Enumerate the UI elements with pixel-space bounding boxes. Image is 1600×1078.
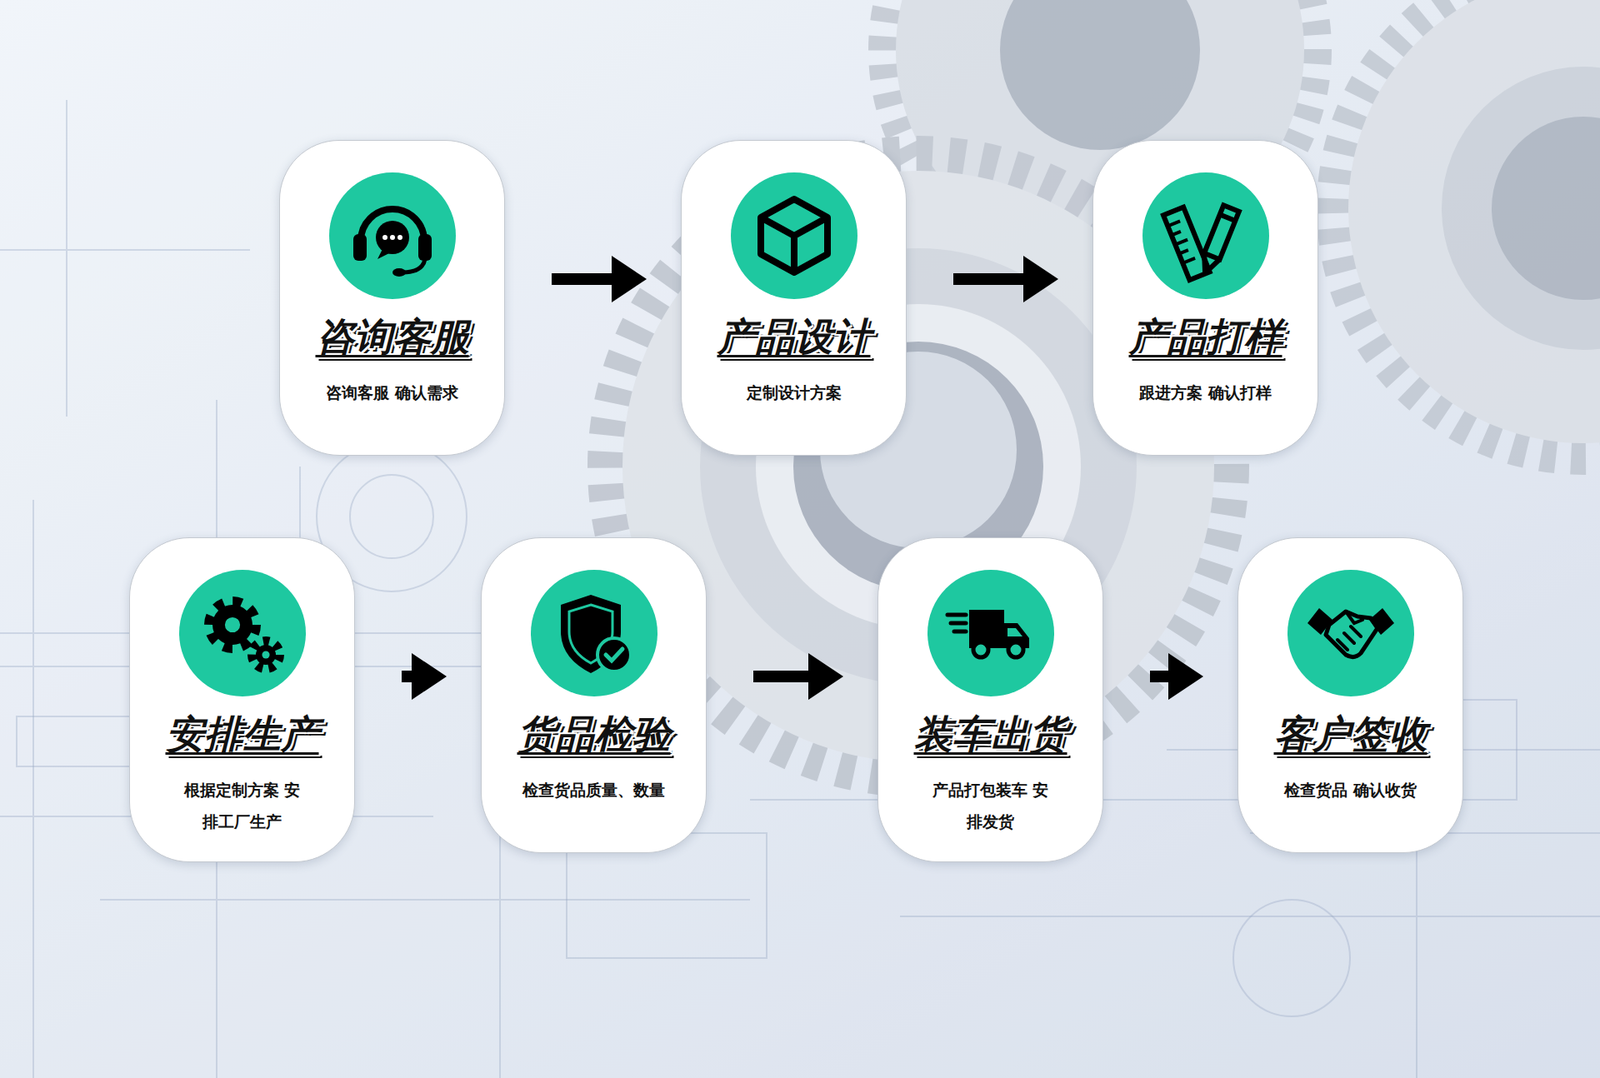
step-icon xyxy=(329,172,456,300)
icon-part xyxy=(927,570,1055,697)
step-title: 安排生产 xyxy=(165,711,320,758)
icon-part xyxy=(1287,570,1415,697)
icon-part xyxy=(1178,250,1188,254)
icon-part xyxy=(760,199,828,273)
process-box: 装车出货产品打包装车 安排发货 xyxy=(877,537,1104,863)
icon-part xyxy=(392,268,406,277)
icon-part xyxy=(209,601,280,669)
process-box: 客户签收检查货品 确认收货 xyxy=(1237,537,1464,854)
icon-part xyxy=(1170,231,1180,235)
icon-part xyxy=(954,630,966,635)
icon-part xyxy=(212,605,253,645)
step-title: 产品打样 xyxy=(1129,314,1283,360)
step-icon xyxy=(1287,570,1415,697)
icon-part xyxy=(252,641,280,669)
process-box: 咨询客服咨询客服 确认需求 xyxy=(279,140,505,456)
icon-part xyxy=(730,172,858,300)
icon-part xyxy=(1167,220,1180,226)
icon-part xyxy=(950,621,966,626)
icon-part xyxy=(390,235,395,240)
icon-part xyxy=(1325,611,1378,658)
icon-part xyxy=(1182,258,1195,264)
flow-arrow xyxy=(551,273,620,285)
icon-part xyxy=(261,650,270,659)
step-icon xyxy=(530,570,658,697)
icon-part xyxy=(353,209,432,277)
step-title: 产品设计 xyxy=(717,314,871,360)
icon-part xyxy=(209,601,256,649)
icon-part xyxy=(1175,240,1188,245)
icon-part xyxy=(1307,608,1395,658)
icon-part xyxy=(530,570,658,697)
icon-part xyxy=(353,234,367,261)
flow-arrow xyxy=(753,670,817,683)
icon-part xyxy=(179,570,306,697)
step-title: 货品检验 xyxy=(517,711,671,758)
icon-part xyxy=(377,249,391,260)
step-icon xyxy=(730,172,858,300)
icon-part xyxy=(760,199,828,273)
step-description: 定制设计方案 xyxy=(746,376,842,409)
flow-arrow xyxy=(953,273,1032,285)
step-title: 客户签收 xyxy=(1274,711,1428,758)
icon-part xyxy=(947,613,966,618)
icon-part xyxy=(329,172,456,300)
icon-part xyxy=(382,235,388,240)
icon-part xyxy=(973,642,989,658)
icon-part xyxy=(255,645,276,665)
icon-part xyxy=(402,259,425,273)
process-box: 产品设计定制设计方案 xyxy=(680,140,907,456)
icon-part xyxy=(560,595,631,674)
step-icon xyxy=(1142,172,1270,300)
step-title: 装车出货 xyxy=(914,711,1068,758)
icon-part xyxy=(1196,205,1239,276)
step-description: 检查货品 确认收货 xyxy=(1284,774,1417,806)
flow-arrow xyxy=(401,670,420,683)
process-box: 产品打样跟进方案 确认打样 xyxy=(1092,140,1319,456)
icon-part xyxy=(418,234,432,261)
process-box: 安排生产根据定制方案 安排工厂生产 xyxy=(129,537,355,863)
flow-arrow xyxy=(1150,670,1177,683)
step-description: 咨询客服 确认需求 xyxy=(325,376,459,409)
icon-part xyxy=(1142,172,1270,300)
icon-part xyxy=(397,235,403,240)
step-description: 检查货品质量、数量 xyxy=(522,774,665,806)
step-icon xyxy=(179,570,306,697)
step-icon xyxy=(927,570,1055,697)
step-title: 咨询客服 xyxy=(315,314,470,360)
process-box: 货品检验检查货品质量、数量 xyxy=(480,537,707,854)
step-description: 根据定制方案 安排工厂生产 xyxy=(184,774,301,838)
icon-part xyxy=(224,617,240,633)
icon-part xyxy=(597,638,631,672)
icon-part xyxy=(947,610,1030,658)
step-description: 产品打包装车 安排发货 xyxy=(932,774,1050,838)
icon-part xyxy=(1007,628,1023,637)
icon-part xyxy=(1008,642,1024,658)
icon-part xyxy=(1163,205,1240,280)
step-description: 跟进方案 确认打样 xyxy=(1139,376,1272,409)
icon-part xyxy=(375,220,410,255)
icon-part xyxy=(1196,214,1235,276)
icon-part xyxy=(1337,611,1363,650)
icon-part xyxy=(605,649,623,661)
